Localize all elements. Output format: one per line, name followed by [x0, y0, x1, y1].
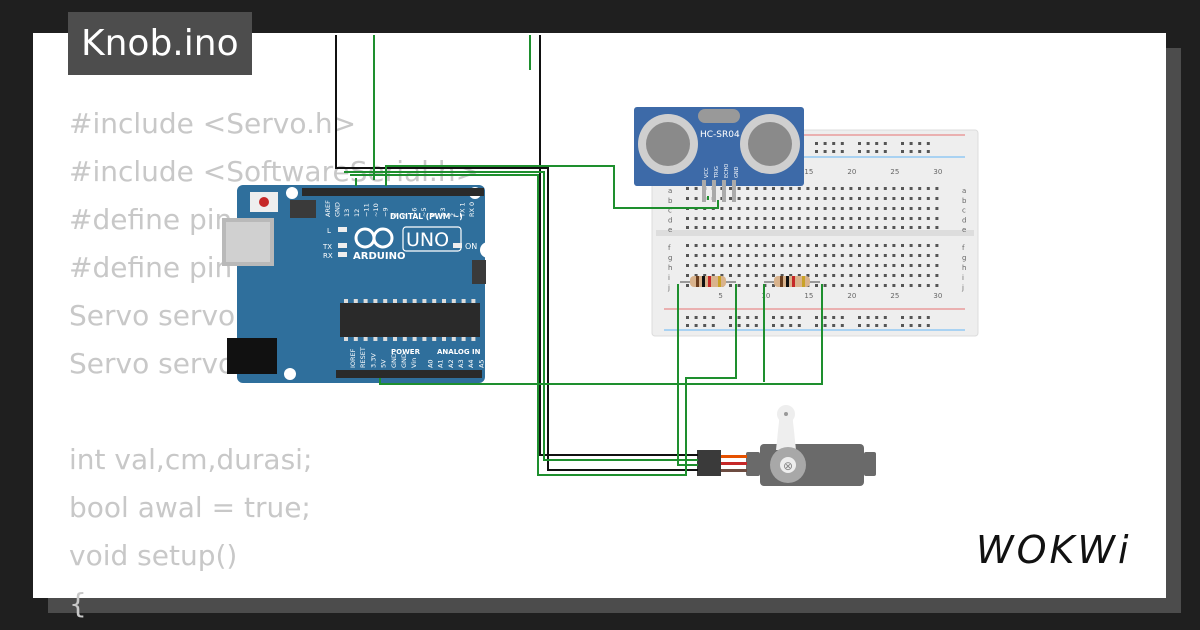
power-analog-pin-label: GND [390, 353, 398, 368]
analog-label: ANALOG IN [437, 348, 481, 356]
breadboard-column-number: 20 [847, 168, 856, 176]
digital-pin-label: 13 [343, 209, 351, 217]
digital-pin-label: ~5 [420, 207, 428, 217]
breadboard-row-letter: g [962, 254, 966, 262]
tx-led-label: TX [322, 243, 332, 251]
usb-port [222, 218, 274, 266]
hc-sr04-sensor[interactable]: HC-SR04 VCC TRIG ECHO GND [634, 107, 804, 202]
digital-pin-label: ~10 [372, 203, 380, 217]
power-analog-pin-label: Vin [410, 358, 418, 368]
code-line: Servo servo [69, 347, 236, 380]
breadboard-row-letter: j [961, 284, 964, 292]
power-analog-pin-label: 3.3V [369, 353, 377, 368]
breadboard-row-letter: d [668, 216, 672, 224]
servo-motor[interactable]: ⊗ [697, 405, 876, 486]
digital-pin-label: 8 [391, 213, 399, 217]
breadboard-row-letter: h [668, 264, 672, 272]
breadboard-row-letter: a [962, 187, 966, 195]
sensor-pin-label: ECHO [724, 164, 730, 178]
wokwi-logo: WOKWi [976, 528, 1132, 572]
sensor-pin-label: VCC [704, 167, 710, 178]
atmega-chip [340, 303, 480, 337]
breadboard-row-letter: h [962, 264, 966, 272]
board-brand: ARDUINO [353, 251, 405, 262]
digital-pin-label: 12 [353, 209, 361, 217]
breadboard-row-letter: j [667, 284, 670, 292]
sensor-model: HC-SR04 [700, 130, 740, 140]
breadboard-row-letter: c [962, 207, 966, 215]
breadboard-column-number: 15 [804, 168, 813, 176]
digital-pin-label: ~9 [382, 207, 390, 217]
power-analog-pin-label: 5V [380, 359, 388, 368]
power-analog-pin-label: A5 [477, 359, 485, 368]
digital-pin-label: ~6 [410, 207, 418, 217]
rx-led-label: RX [323, 252, 333, 260]
power-analog-pin-label: A4 [467, 359, 475, 368]
digital-pin-label: RX 0 [468, 202, 476, 217]
digital-pin-label: ~11 [362, 203, 370, 217]
breadboard-row-letter: i [962, 274, 964, 282]
breadboard-column-number: 20 [847, 292, 856, 300]
arduino-logo [354, 227, 394, 249]
power-analog-pin-label: RESET [359, 347, 367, 368]
breadboard-row-letter: a [668, 187, 672, 195]
code-line: #include <Servo.h> [69, 107, 357, 140]
breadboard-row-letter: d [962, 216, 966, 224]
digital-pin-label: 7 [401, 213, 409, 217]
resistor-1[interactable] [680, 276, 736, 287]
power-analog-pin-label: GND [400, 353, 408, 368]
l-led-label: L [327, 227, 331, 235]
digital-pin-label: ~3 [439, 207, 447, 217]
breadboard-row-letter: c [668, 207, 672, 215]
svg-text:⊗: ⊗ [783, 459, 793, 473]
breadboard-column-number: 15 [804, 292, 813, 300]
breadboard-column-number: 30 [933, 292, 942, 300]
code-preview: #include <Servo.h>#include <SoftwareSeri… [69, 100, 479, 628]
breadboard-row-letter: g [668, 254, 672, 262]
digital-pin-label: GND [334, 202, 342, 217]
breadboard-column-number: 30 [933, 168, 942, 176]
digital-pin-label: 2 [449, 213, 457, 217]
power-jack [227, 338, 277, 374]
sensor-pin-label: GND [734, 166, 740, 178]
code-line: bool awal = true; [69, 491, 311, 524]
reset-button[interactable] [250, 192, 278, 212]
on-label: ON [465, 242, 477, 251]
breadboard-row-letter: i [668, 274, 670, 282]
sensor-pin-label: TRIG [714, 166, 720, 179]
breadboard-column-number: 25 [890, 292, 899, 300]
power-label: POWER [391, 348, 421, 356]
digital-pin-label: AREF [324, 200, 332, 217]
digital-pin-label: TX 1 [458, 202, 466, 218]
breadboard-column-number: 10 [761, 292, 770, 300]
power-analog-pin-label: IOREF [349, 348, 357, 368]
breadboard-row-letter: e [962, 226, 966, 234]
power-analog-pin-label: A1 [437, 359, 445, 368]
digital-pin-label: 4 [430, 213, 438, 217]
breadboard-row-letter: b [962, 197, 967, 205]
breadboard-row-letter: e [668, 226, 672, 234]
file-tab-title[interactable]: Knob.ino [68, 12, 252, 75]
breadboard-column-number: 5 [718, 292, 722, 300]
breadboard-column-number: 25 [890, 168, 899, 176]
arduino-uno-board[interactable]: UNO ARDUINO DIGITAL (PWM ~) POWER ANALOG… [222, 185, 496, 383]
code-line: void setup() [69, 539, 238, 572]
breadboard-row-letter: b [668, 197, 673, 205]
power-analog-pin-label: A0 [426, 359, 434, 368]
breadboard-row-letter: f [668, 244, 671, 252]
code-line: Servo servo [69, 299, 236, 332]
code-line: int val,cm,durasi; [69, 443, 313, 476]
code-line: { [69, 587, 87, 620]
digital-label: DIGITAL (PWM ~) [390, 212, 463, 221]
wires [335, 35, 823, 476]
board-model: UNO [406, 229, 449, 251]
power-analog-pin-label: A2 [447, 359, 455, 368]
resistor-2[interactable] [764, 276, 820, 287]
breadboard-row-letter: f [962, 244, 965, 252]
power-analog-pin-label: A3 [457, 359, 465, 368]
